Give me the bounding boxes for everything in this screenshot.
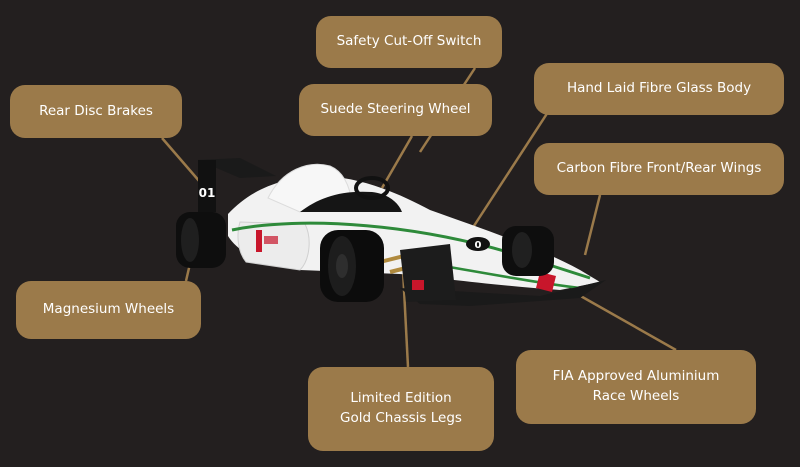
callout-label-line1: FIA Approved Aluminium [552,368,720,385]
front-wheel-near [320,230,384,302]
callout-fia-race-wheels: FIA Approved Aluminium Race Wheels [516,350,756,424]
leader-line-body [468,111,550,233]
callout-rear-disc-brakes: Rear Disc Brakes [10,85,182,138]
callout-label: Magnesium Wheels [42,301,175,318]
callout-label: Carbon Fibre Front/Rear Wings [556,160,762,177]
leader-line-fia [569,288,677,352]
rear-wheel [176,212,226,268]
leader-line-chassis [401,269,410,368]
callout-magnesium-wheels: Magnesium Wheels [16,281,201,339]
leader-line-wings [583,194,602,256]
callout-label: Hand Laid Fibre Glass Body [566,80,752,97]
callout-label-line2: Gold Chassis Legs [340,410,462,426]
callout-gold-chassis-legs: Limited Edition Gold Chassis Legs [308,367,494,451]
callout-fibre-glass-body: Hand Laid Fibre Glass Body [534,63,784,115]
rear-wing: 01 [198,158,276,212]
front-wheel-far [502,226,554,276]
leader-line-brakes [161,137,201,183]
leader-line-steering [380,135,414,189]
wing-number: 01 [199,186,216,200]
callout-carbon-fibre-wings: Carbon Fibre Front/Rear Wings [534,143,784,195]
callout-label: Safety Cut-Off Switch [336,33,482,50]
nose-number: 0 [475,240,482,251]
callout-label: Rear Disc Brakes [39,102,153,119]
callout-suede-steering-wheel: Suede Steering Wheel [299,84,492,136]
callout-label: Suede Steering Wheel [320,101,471,118]
callout-label-line2: Race Wheels [592,388,680,404]
callout-safety-cutoff-switch: Safety Cut-Off Switch [316,16,502,68]
front-wing [400,244,606,306]
callout-label-line1: Limited Edition [350,390,452,407]
